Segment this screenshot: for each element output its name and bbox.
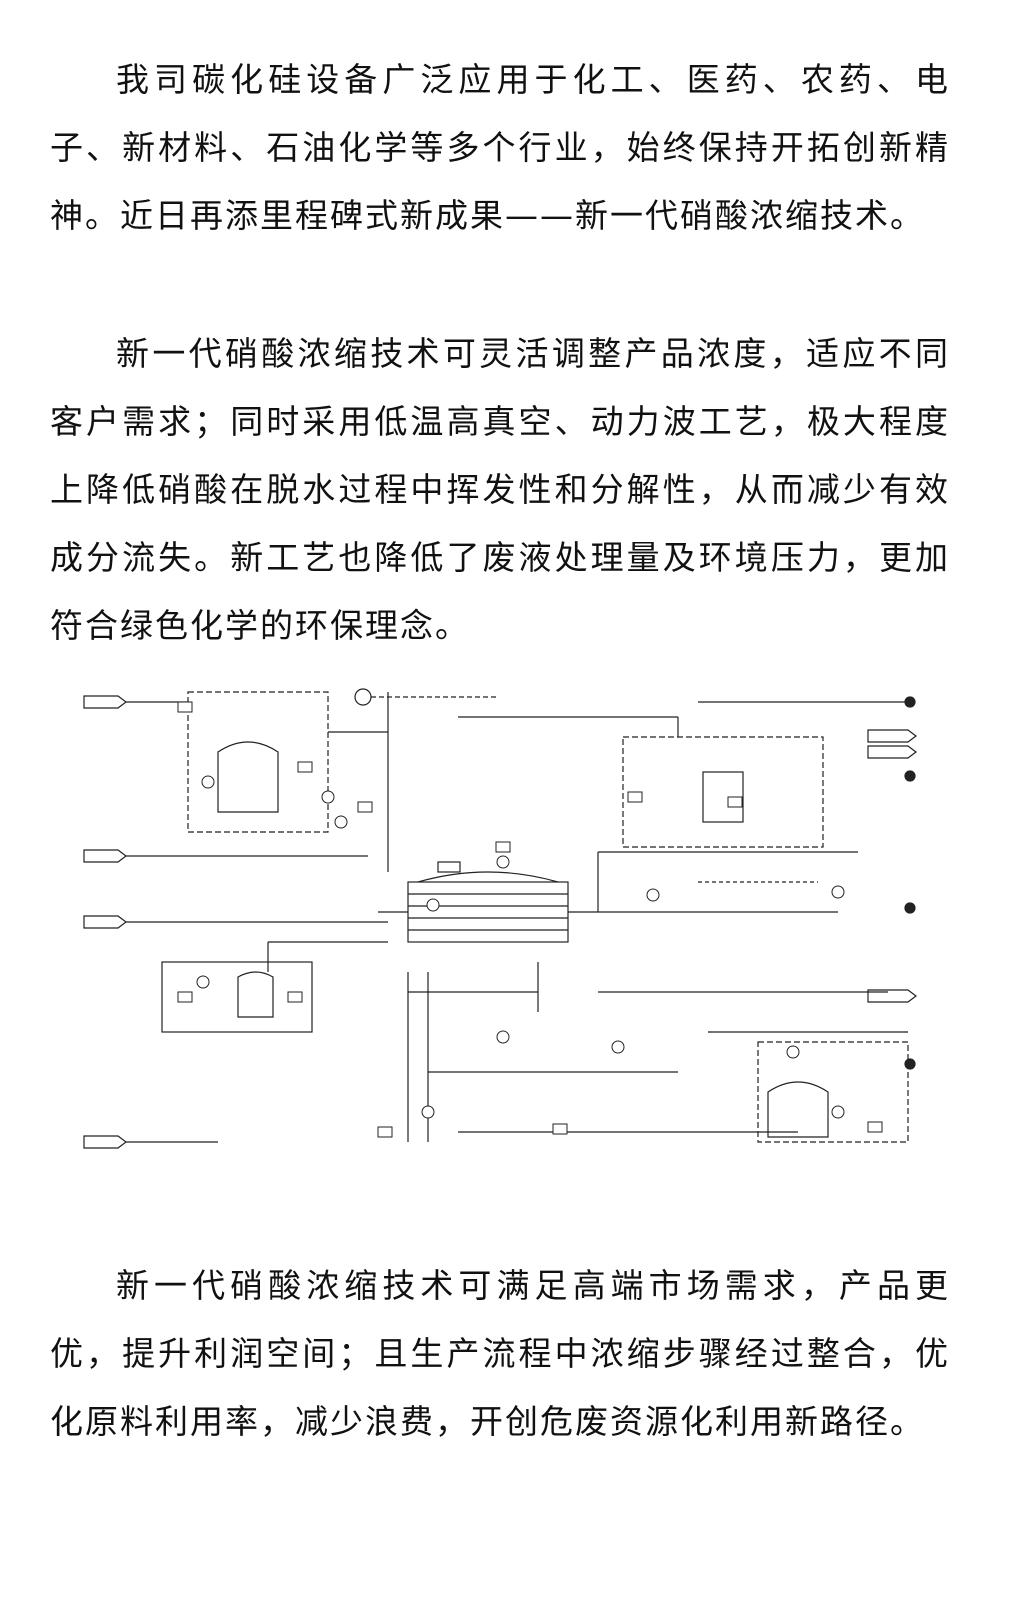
- heat-exchanger: [407, 881, 569, 943]
- feed-arrow-1: [83, 695, 127, 709]
- paragraph-technology: 新一代硝酸浓缩技术可灵活调整产品浓度，适应不同客户需求；同时采用低温高真空、动力…: [50, 334, 950, 645]
- paragraph-benefits: 新一代硝酸浓缩技术可满足高端市场需求，产品更优，提升利润空间；且生产流程中浓缩步…: [50, 1266, 950, 1441]
- outlet-arrow-3: [867, 989, 917, 1003]
- feed-arrow-3: [83, 915, 127, 929]
- instrument-bubble: [201, 775, 215, 789]
- storage-tank-2: [767, 1081, 829, 1138]
- tank-unit-frame: [187, 691, 329, 833]
- feed-arrow-2: [83, 849, 127, 863]
- feed-arrow-4: [83, 1135, 127, 1149]
- condenser-unit-frame: [622, 736, 824, 848]
- paragraph-intro: 我司碳化硅设备广泛应用于化工、医药、农药、电子、新材料、石油化学等多个行业，始终…: [50, 60, 950, 235]
- lower-right-frame: [757, 1041, 909, 1143]
- outlet-arrow-2: [867, 745, 917, 759]
- lower-left-frame: [161, 961, 313, 1033]
- process-flow-diagram: [78, 672, 940, 1192]
- separator-vessel: [702, 771, 744, 823]
- storage-tank-1: [217, 741, 279, 813]
- pid-drawing: [83, 688, 917, 1149]
- evaporator-shell: [417, 871, 559, 883]
- outlet-arrow-1: [867, 729, 917, 743]
- small-tank: [237, 971, 274, 1018]
